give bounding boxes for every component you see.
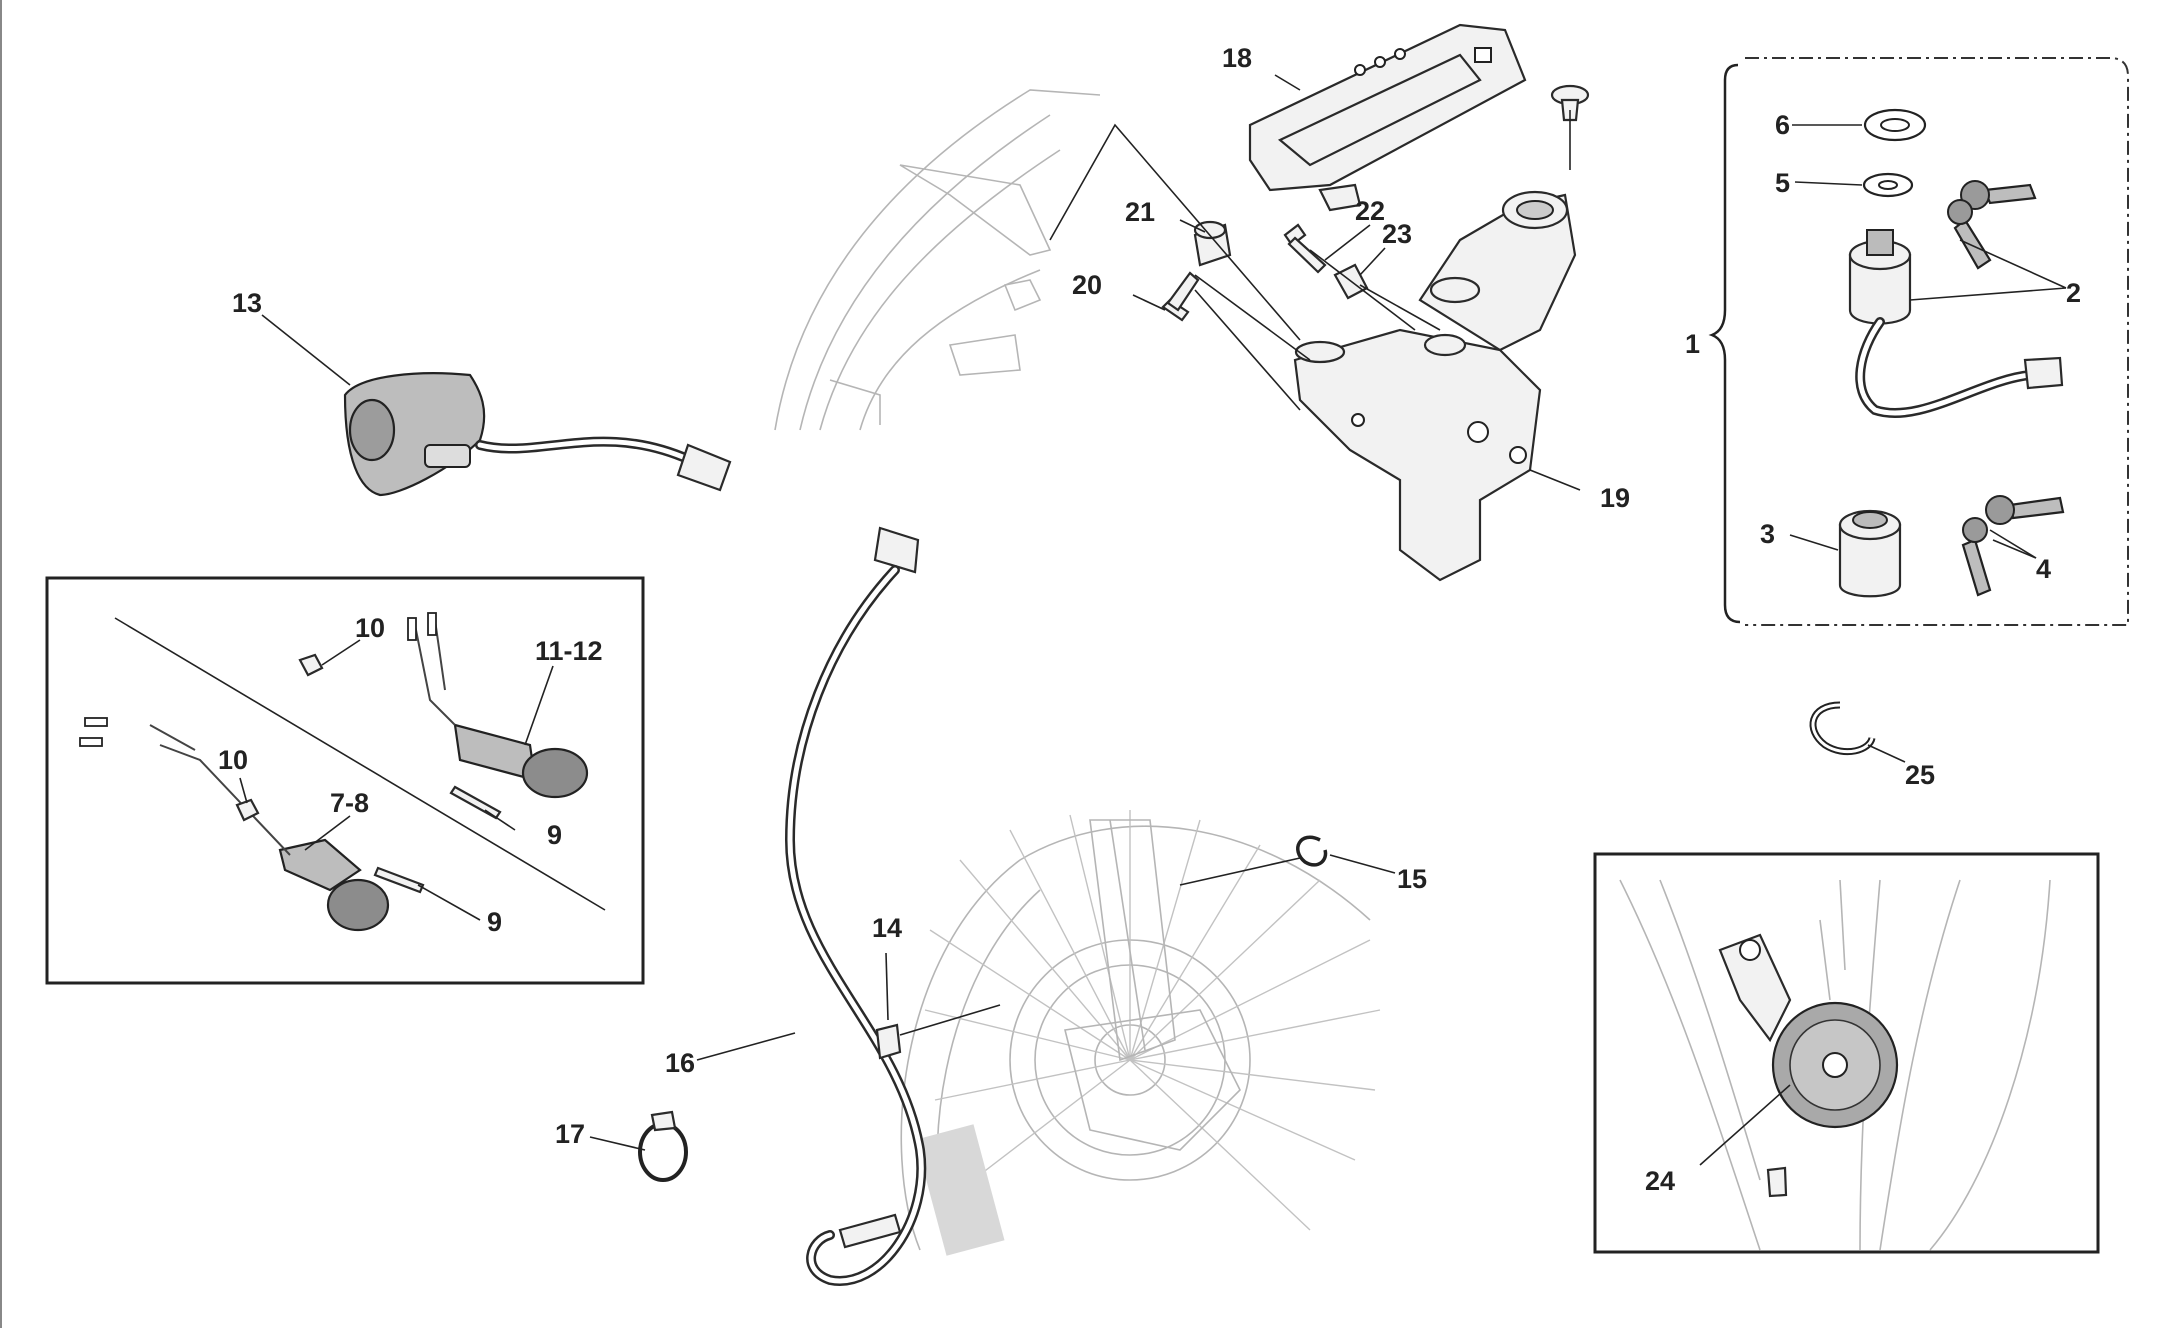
label-14: 14: [872, 913, 902, 943]
label-2: 2: [2066, 278, 2081, 308]
screw-20: [1161, 271, 1200, 322]
label-7-8: 7-8: [330, 788, 369, 818]
label-24: 24: [1645, 1166, 1675, 1196]
dashboard-bracket: [1293, 190, 1577, 582]
front-wheel-outline: [900, 810, 1381, 1256]
hose-clamp-17: [638, 1110, 688, 1182]
horn-inset: [1593, 852, 2100, 1254]
ignition-set-box: [1708, 57, 2129, 626]
label-22: 22: [1355, 196, 1385, 226]
label-1: 1: [1685, 329, 1700, 359]
label-19: 19: [1600, 483, 1630, 513]
screw-22: [1283, 223, 1327, 274]
sensor-cable: [784, 526, 927, 1286]
handlebar-switch: [343, 372, 732, 497]
label-11-12: 11-12: [535, 636, 603, 666]
label-17: 17: [555, 1119, 585, 1149]
label-21: 21: [1125, 197, 1155, 227]
instrument-panel: [1248, 23, 1527, 212]
label-15: 15: [1397, 864, 1427, 894]
clip-25: [1809, 701, 1876, 756]
label-9-bottom: 9: [487, 907, 502, 937]
label-10-top: 10: [355, 613, 385, 643]
label-4: 4: [2036, 554, 2051, 584]
spacer-21: [1193, 220, 1232, 267]
label-18: 18: [1222, 43, 1252, 73]
front-mudguard-outline: [774, 89, 1101, 431]
label-10-bottom: 10: [218, 745, 248, 775]
indicators-inset: [45, 576, 645, 985]
label-9-top: 9: [547, 820, 562, 850]
label-20: 20: [1072, 270, 1102, 300]
leader-lines: [239, 74, 2067, 1166]
label-25: 25: [1905, 760, 1935, 790]
label-13: 13: [232, 288, 262, 318]
label-5: 5: [1775, 168, 1790, 198]
label-6: 6: [1775, 110, 1790, 140]
part-labels: 13 18 21 20 22 23 19 6 5 2 1 3 4 25 24 1…: [218, 43, 2081, 1196]
label-16: 16: [665, 1048, 695, 1078]
grommet-14: [875, 1004, 1001, 1060]
label-23: 23: [1382, 219, 1412, 249]
clip-15: [1179, 835, 1328, 886]
assembly-lines: [1049, 110, 1571, 411]
label-3: 3: [1760, 519, 1775, 549]
